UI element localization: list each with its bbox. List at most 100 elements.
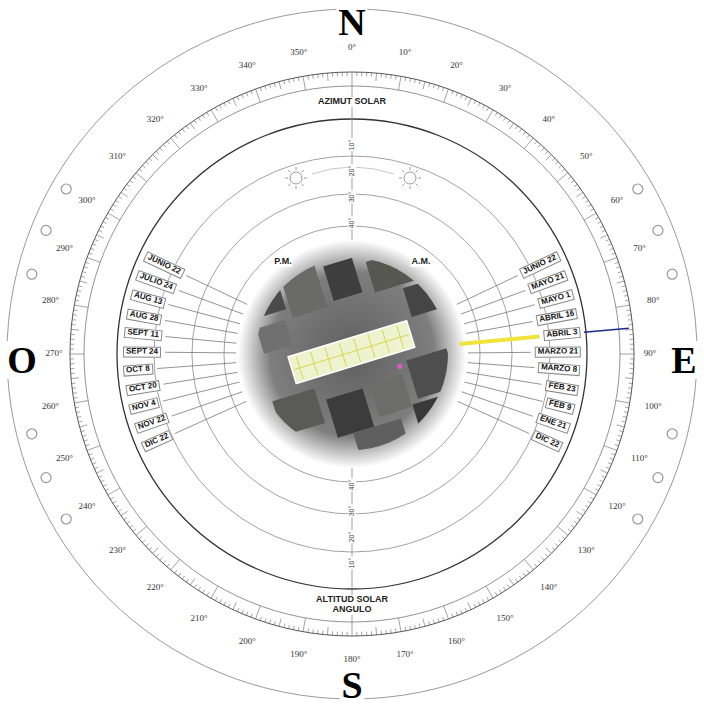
azimuth-degree: 270° [44, 349, 63, 359]
city-block [272, 388, 325, 435]
scale-tick [178, 132, 180, 135]
sun-ray [416, 170, 418, 172]
scale-tick [167, 141, 170, 144]
scale-tick [571, 525, 574, 527]
scale-tick [414, 625, 416, 629]
scale-tick [456, 93, 457, 97]
scale-tick [608, 463, 612, 465]
scale-tick [414, 79, 416, 83]
scale-tick [461, 94, 463, 98]
scale-tick [270, 620, 271, 624]
date-line [468, 352, 531, 354]
scale-tick [483, 599, 485, 603]
scale-tick [452, 91, 453, 95]
scale-tick [630, 363, 634, 364]
scale-tick [347, 632, 348, 636]
date-label: MARZO 8 [538, 363, 581, 377]
scale-ring [70, 72, 634, 636]
scale-tick [70, 349, 74, 350]
scale-tick [211, 586, 218, 598]
scale-tick [74, 401, 88, 403]
scale-tick [597, 485, 601, 487]
azimuth-degree: 0° [347, 43, 357, 53]
date-label: SEPT 11 [123, 327, 161, 341]
scale-tick [124, 517, 127, 519]
scale-tick [507, 584, 509, 587]
time-label: P.M. [273, 257, 292, 267]
scale-tick [237, 608, 239, 612]
scale-tick [317, 630, 318, 634]
scale-tick [487, 107, 489, 110]
scale-tick [545, 554, 548, 557]
scale-tick [623, 290, 627, 292]
scale-tick [96, 470, 103, 473]
scale-tick [433, 84, 434, 88]
scale-tick [371, 631, 372, 635]
scale-tick [115, 200, 118, 202]
scale-tick [627, 314, 631, 316]
scale-tick [571, 180, 574, 182]
scale-tick [576, 192, 583, 197]
scale-tick [220, 105, 222, 109]
scale-tick [101, 226, 105, 228]
scale-tick [337, 72, 338, 76]
scale-tick [82, 272, 86, 273]
scale-tick [381, 630, 382, 634]
scale-tick [70, 339, 74, 340]
compass-letter: N [336, 3, 367, 41]
scale-tick [283, 80, 285, 84]
scale-tick [527, 570, 530, 573]
scale-tick [78, 421, 82, 423]
scale-tick [625, 377, 633, 379]
hour-marker [27, 269, 37, 279]
scale-tick [375, 73, 377, 81]
scale-tick [568, 177, 571, 180]
hour-marker [633, 514, 643, 524]
scale-tick [515, 126, 517, 129]
azimuth-degree: 80° [646, 296, 661, 306]
scale-tick [110, 209, 113, 211]
scale-tick [524, 138, 533, 149]
hour-marker [653, 473, 663, 483]
scale-tick [332, 73, 333, 77]
scale-tick [465, 608, 467, 612]
azimuth-degree: 320° [146, 115, 165, 125]
scale-tick [84, 267, 88, 268]
scale-tick [103, 485, 107, 487]
sun-icon [285, 167, 307, 189]
altitude-number: 40° [348, 217, 356, 230]
azimuth-pointer [584, 328, 629, 332]
outer-circle [7, 9, 697, 699]
azimuth-degree: 210° [189, 614, 208, 624]
date-line [462, 392, 533, 417]
scale-tick [495, 592, 497, 595]
scale-tick [629, 373, 633, 374]
azimuth-degree: 180° [342, 655, 361, 665]
azimuth-degree: 340° [238, 62, 257, 72]
scale-tick [617, 425, 625, 427]
scale-tick [337, 632, 338, 636]
scale-tick [121, 511, 128, 516]
scale-tick [298, 627, 300, 631]
azimuth-degree: 20° [449, 62, 464, 72]
azimuth-degree: 260° [41, 402, 60, 412]
scale-tick [89, 253, 93, 254]
scale-tick [80, 425, 88, 427]
scale-tick [224, 602, 226, 606]
date-line [165, 320, 238, 333]
scale-tick [127, 184, 130, 186]
scale-ring-inner [84, 86, 620, 622]
scale-tick [156, 554, 159, 557]
scale-tick [233, 602, 236, 609]
scale-tick [600, 235, 607, 238]
scale-tick [616, 401, 630, 403]
building [288, 321, 415, 384]
sun-ray [410, 167, 411, 170]
scale-tick [562, 536, 565, 539]
scale-tick [630, 344, 634, 345]
scale-tick [352, 72, 353, 86]
scale-tick [178, 573, 180, 576]
scale-tick [256, 606, 261, 619]
city-block [353, 418, 410, 461]
scale-tick [534, 141, 537, 144]
